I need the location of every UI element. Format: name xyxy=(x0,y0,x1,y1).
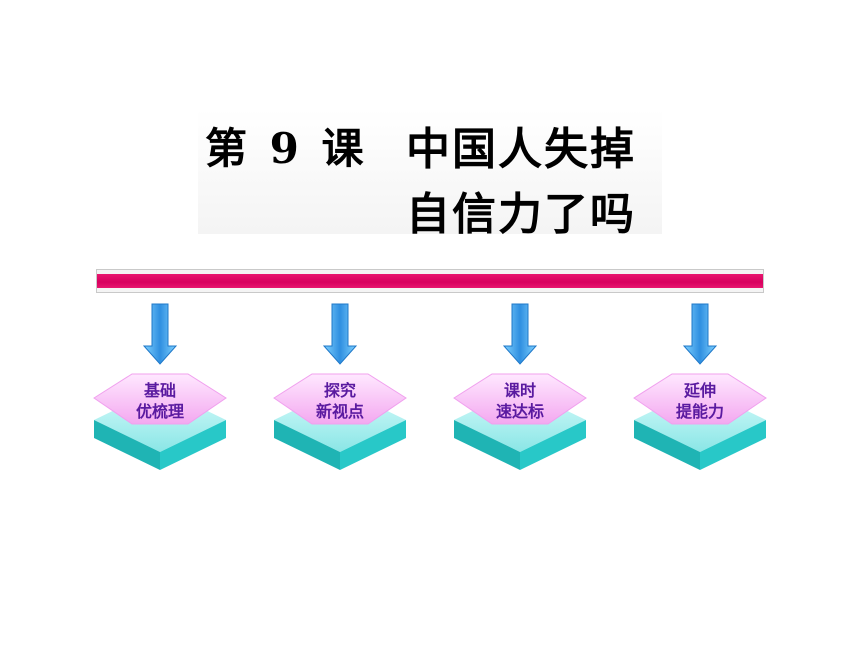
title-line-1: 中国人失掉 xyxy=(406,124,636,175)
arrow-diamond-icon xyxy=(453,303,587,470)
node-label-line2: 速达标 xyxy=(495,402,544,421)
arrow-diamond-icon xyxy=(93,303,227,470)
node-label-line2: 新视点 xyxy=(315,402,364,421)
arrow-diamond-icon xyxy=(273,303,407,470)
divider-bar xyxy=(96,269,764,293)
lesson-number: 第 9 课 xyxy=(205,124,368,173)
node-label-line2: 优梳理 xyxy=(135,402,184,421)
nav-node-basic-review[interactable]: 基础 优梳理 xyxy=(92,302,228,474)
node-label-line1: 探究 xyxy=(323,381,356,400)
node-label-line1: 课时 xyxy=(503,381,536,400)
arrow-diamond-icon xyxy=(633,303,767,470)
nav-node-extend-ability[interactable]: 延伸 提能力 xyxy=(632,302,768,474)
node-label-line1: 基础 xyxy=(143,381,176,400)
nav-node-explore-views[interactable]: 探究 新视点 xyxy=(272,302,408,474)
title-background xyxy=(198,108,662,234)
title-line-2: 自信力了吗 xyxy=(406,189,636,240)
nav-node-class-practice[interactable]: 课时 速达标 xyxy=(452,302,588,474)
node-label-line2: 提能力 xyxy=(675,402,724,421)
node-label-line1: 延伸 xyxy=(683,381,716,400)
